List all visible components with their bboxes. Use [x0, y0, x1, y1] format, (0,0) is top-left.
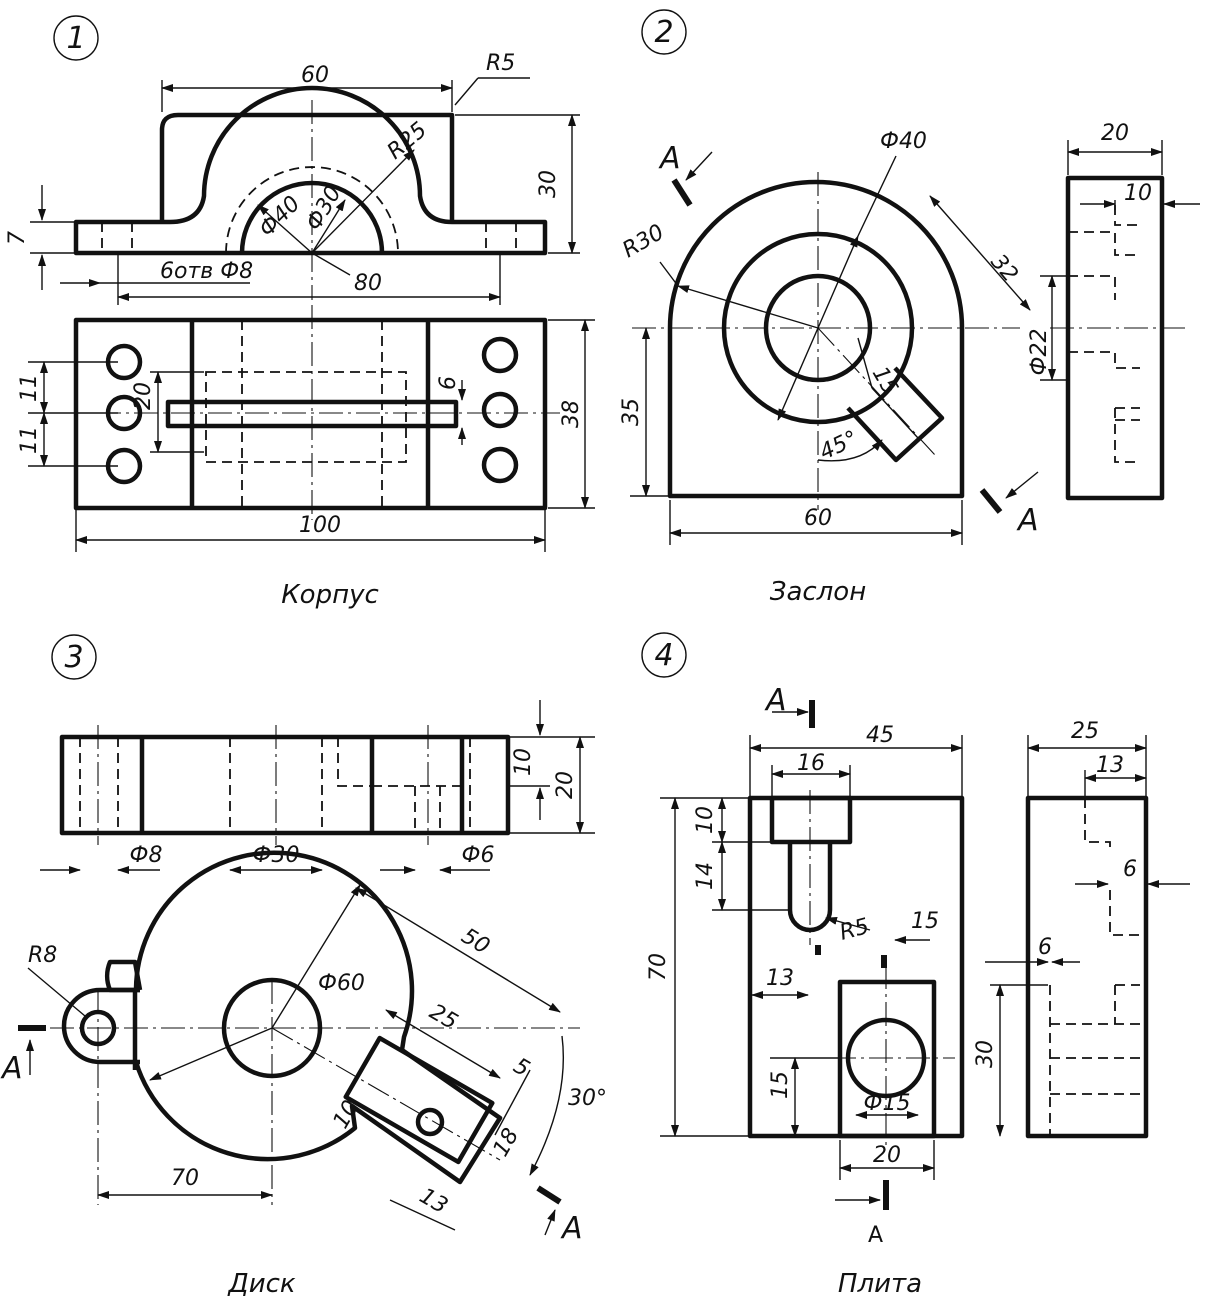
dimension-lines: [18, 700, 595, 1236]
dim-r8: R8: [28, 943, 57, 968]
dimension-lines: [630, 140, 1200, 545]
dim-phi6: Ф6: [462, 843, 495, 868]
drawing-number: 3: [64, 640, 83, 675]
drawing-number: 1: [66, 21, 85, 56]
dim-20: 20: [1101, 121, 1129, 146]
dim-30deg: 30°: [568, 1086, 607, 1111]
drawing-title: Диск: [227, 1269, 296, 1299]
dimension-lines: [660, 700, 1190, 1210]
dim-50: 50: [457, 924, 494, 960]
dim-holes: 6отв Ф8: [160, 259, 253, 284]
dim-45: 45: [866, 723, 894, 748]
dim-13-side: 13: [1096, 753, 1124, 778]
section-mark-a-right: A: [560, 1211, 583, 1246]
section-mark-a-left: A: [0, 1051, 23, 1086]
dim-phi60: Ф60: [318, 971, 365, 996]
dim-r30: R30: [619, 220, 669, 263]
front-view: [73, 85, 548, 300]
dim-7: 7: [5, 231, 30, 245]
dim-phi30: Ф30: [253, 843, 300, 868]
dim-phi22: Ф22: [1027, 329, 1052, 376]
section-mark-a-bottom: A: [1016, 503, 1039, 538]
dim-5: 5: [509, 1054, 534, 1083]
drawing-4-plate: 4: [641, 632, 1190, 1299]
dim-10: 10: [693, 806, 718, 834]
drawing-2-shutter: 2: [619, 9, 1200, 607]
section-mark-a-bottom: A: [868, 1223, 883, 1248]
dim-r5: R5: [486, 51, 515, 76]
dim-30: 30: [973, 1040, 998, 1068]
dim-20: 20: [553, 771, 578, 799]
section-mark-a-top: A: [764, 683, 787, 718]
drawing-3-disk: 3: [0, 634, 607, 1299]
dim-38: 38: [559, 400, 584, 428]
drawing-number: 4: [654, 638, 673, 673]
dim-10: 10: [511, 748, 536, 776]
dim-phi15: Ф15: [864, 1091, 911, 1116]
drawing-title: Плита: [838, 1269, 922, 1299]
dim-32: 32: [985, 250, 1022, 288]
drawing-number-circle: [51, 634, 97, 680]
dim-10-slot: 10: [329, 1096, 365, 1133]
dim-11-lower: 11: [17, 426, 42, 454]
top-view: [60, 305, 560, 520]
drawing-1-body: 1: [5, 15, 595, 610]
drawing-number-circle: [53, 15, 99, 61]
dim-20: 20: [873, 1143, 901, 1168]
drawing-number: 2: [654, 15, 673, 50]
dim-80: 80: [354, 271, 382, 296]
dim-6: 6: [436, 376, 461, 390]
dim-15-height: 15: [768, 1071, 793, 1099]
drawing-title: Заслон: [770, 577, 866, 607]
dim-70: 70: [646, 953, 671, 981]
dim-phi8: Ф8: [130, 843, 163, 868]
front-view: [59, 725, 511, 845]
dim-70: 70: [171, 1166, 199, 1191]
dim-35: 35: [619, 398, 644, 426]
side-view: [1050, 175, 1190, 501]
dim-30: 30: [536, 170, 561, 198]
dim-25: 25: [425, 1000, 462, 1036]
side-view: [1025, 795, 1149, 1139]
dim-phi40: Ф40: [880, 129, 927, 154]
dim-11-upper: 11: [17, 374, 42, 402]
dim-13-front: 13: [766, 966, 794, 991]
dim-6-side: 6: [1123, 857, 1137, 882]
dim-6-lower: 6: [1038, 935, 1052, 960]
drawing-title: Корпус: [281, 580, 379, 610]
dim-14: 14: [693, 862, 718, 890]
dim-45deg: 45°: [816, 426, 862, 465]
dim-r5: R5: [837, 914, 872, 946]
dim-25: 25: [1071, 719, 1099, 744]
dim-phi40: Ф40: [255, 191, 306, 242]
drawing-number-circle: [641, 9, 687, 55]
dim-100: 100: [299, 513, 341, 538]
dim-60: 60: [301, 63, 329, 88]
dim-60: 60: [804, 506, 832, 531]
dimension-lines: [28, 77, 595, 552]
front-view: [747, 790, 965, 1145]
drawing-number-circle: [641, 632, 687, 678]
section-mark-a-top: A: [658, 141, 681, 176]
dim-15-offset: 15: [911, 909, 939, 934]
dim-20: 20: [131, 382, 156, 410]
dim-16: 16: [797, 751, 825, 776]
dim-10: 10: [1124, 181, 1152, 206]
